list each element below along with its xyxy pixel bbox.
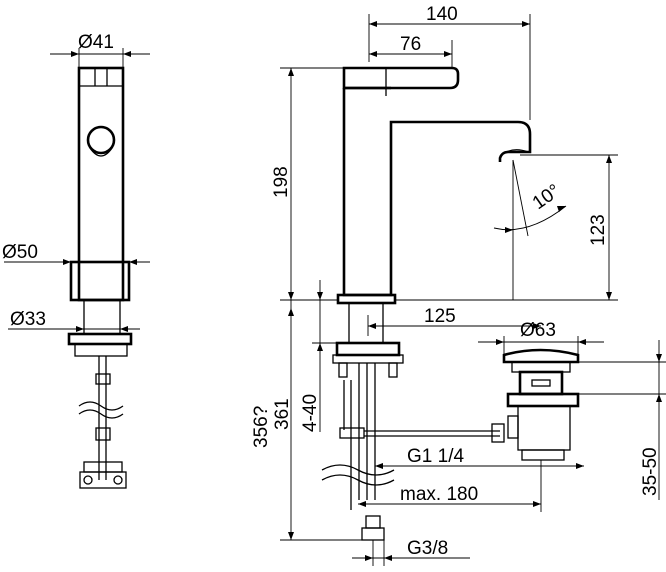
waste-plug xyxy=(502,348,580,364)
lever-length-label: 76 xyxy=(400,34,421,55)
waste-height-label: 35-50 xyxy=(640,447,661,496)
rod-length-label: max. 180 xyxy=(400,484,478,505)
total-height-label: 198 xyxy=(271,166,292,198)
front-width-base-label: Ø50 xyxy=(2,242,38,263)
total-length-label: 361 xyxy=(272,398,293,430)
outlet-height-label: 123 xyxy=(588,214,609,246)
waste-thread-label: G1 1/4 xyxy=(407,446,464,467)
spout-length-label: 140 xyxy=(426,4,458,25)
side-view: 140 76 198 123 10° 125 xyxy=(251,4,666,566)
faucet-body-front xyxy=(77,66,125,302)
lever-side xyxy=(342,66,460,90)
counter-thickness-label: 4-40 xyxy=(300,394,321,432)
front-width-shank-label: Ø33 xyxy=(10,309,46,330)
front-view: Ø41 Ø50 Ø33 xyxy=(2,32,150,489)
total-length-alt-label: 356? xyxy=(251,406,272,448)
faucet-body-side xyxy=(342,88,532,297)
lever-hub xyxy=(86,125,116,155)
waste-diameter-label: Ø63 xyxy=(520,320,556,341)
front-width-top-label: Ø41 xyxy=(78,32,114,53)
supply-thread-label: G3/8 xyxy=(407,538,448,559)
waste-offset-label: 125 xyxy=(424,306,456,327)
